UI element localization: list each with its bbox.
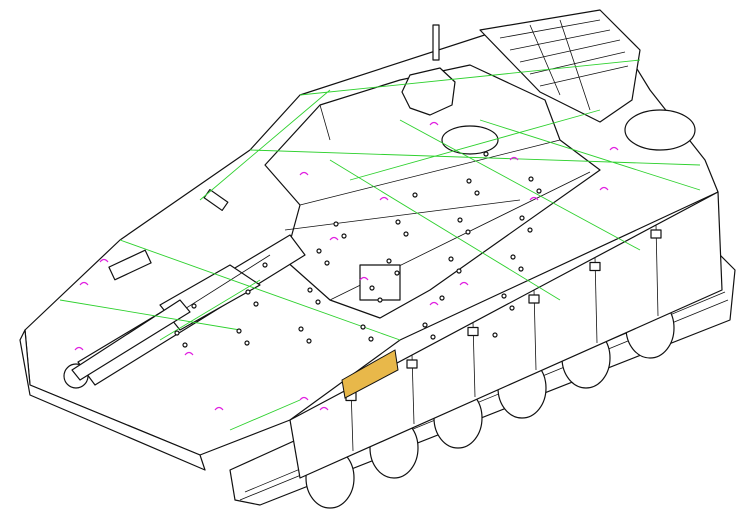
rivet (492, 332, 498, 338)
marker (329, 236, 339, 241)
rivet (395, 219, 401, 225)
rivet (483, 151, 489, 157)
yellow-patch (341, 349, 399, 399)
rivet (368, 336, 374, 342)
secondary-barrel (71, 299, 191, 381)
commander-cupola (401, 67, 456, 116)
rivet (519, 215, 525, 221)
rivet (245, 289, 251, 295)
panel-lines (59, 59, 701, 431)
rivet (474, 190, 480, 196)
rivet (466, 178, 472, 184)
marker (184, 351, 194, 356)
rivet (456, 268, 462, 274)
marker (459, 281, 469, 286)
rivet (518, 266, 524, 272)
rivet (174, 330, 180, 336)
rivet (536, 188, 542, 194)
skirt-seam (594, 257, 598, 344)
rivet (448, 256, 454, 262)
skirt-hinge (650, 229, 662, 239)
hatch (441, 125, 499, 155)
marker (429, 301, 439, 306)
rivet (253, 301, 259, 307)
rivet (341, 233, 347, 239)
rivet (191, 303, 197, 309)
rivet (457, 217, 463, 223)
rivet (412, 192, 418, 198)
rivet (527, 227, 533, 233)
rivet (509, 305, 515, 311)
marker (359, 276, 369, 281)
rivet (386, 258, 392, 264)
marker (214, 406, 224, 411)
marker (509, 156, 519, 161)
rivet (501, 293, 507, 299)
turret (264, 64, 601, 319)
rivet (307, 287, 313, 293)
rivet (324, 260, 330, 266)
marker (599, 186, 609, 191)
side-skirts (289, 191, 723, 479)
rivet (316, 248, 322, 254)
skirt-hinge (589, 261, 601, 272)
rivet (439, 295, 445, 301)
rear-net-basket (624, 109, 696, 151)
driver-hatch (108, 249, 152, 281)
rivet (298, 326, 304, 332)
rivet (377, 297, 383, 303)
rivet (430, 334, 436, 340)
rivet (403, 231, 409, 237)
marker (299, 171, 309, 176)
marker (79, 281, 89, 286)
rivet (369, 285, 375, 291)
rivet (306, 338, 312, 344)
marker (609, 146, 619, 151)
rivet (244, 340, 250, 346)
rivet (333, 221, 339, 227)
rivets (174, 151, 542, 348)
marker (379, 196, 389, 201)
rivet (315, 299, 321, 305)
rivet (394, 270, 400, 276)
skirt-hinge (528, 294, 540, 304)
marker (319, 406, 329, 411)
rivet (236, 328, 242, 334)
marker (99, 258, 109, 263)
part-markers (74, 121, 619, 411)
rivet (528, 176, 534, 182)
rivet (422, 322, 428, 328)
marker (429, 121, 439, 126)
hull-front-plate (19, 329, 206, 471)
marker (74, 346, 84, 351)
gunner-sight (359, 264, 401, 301)
rivet (465, 229, 471, 235)
rivet (510, 254, 516, 260)
antenna-mount (432, 24, 440, 61)
rear-stowage-box (479, 9, 641, 123)
rivet (182, 342, 188, 348)
rivet (360, 324, 366, 330)
marker (529, 196, 539, 201)
rivet (262, 262, 268, 268)
skirt-hinge (467, 326, 479, 337)
marker (299, 396, 309, 401)
skirt-hinge (406, 359, 418, 369)
skirt-panel-lines (345, 224, 662, 452)
skirt-seam (655, 224, 659, 317)
